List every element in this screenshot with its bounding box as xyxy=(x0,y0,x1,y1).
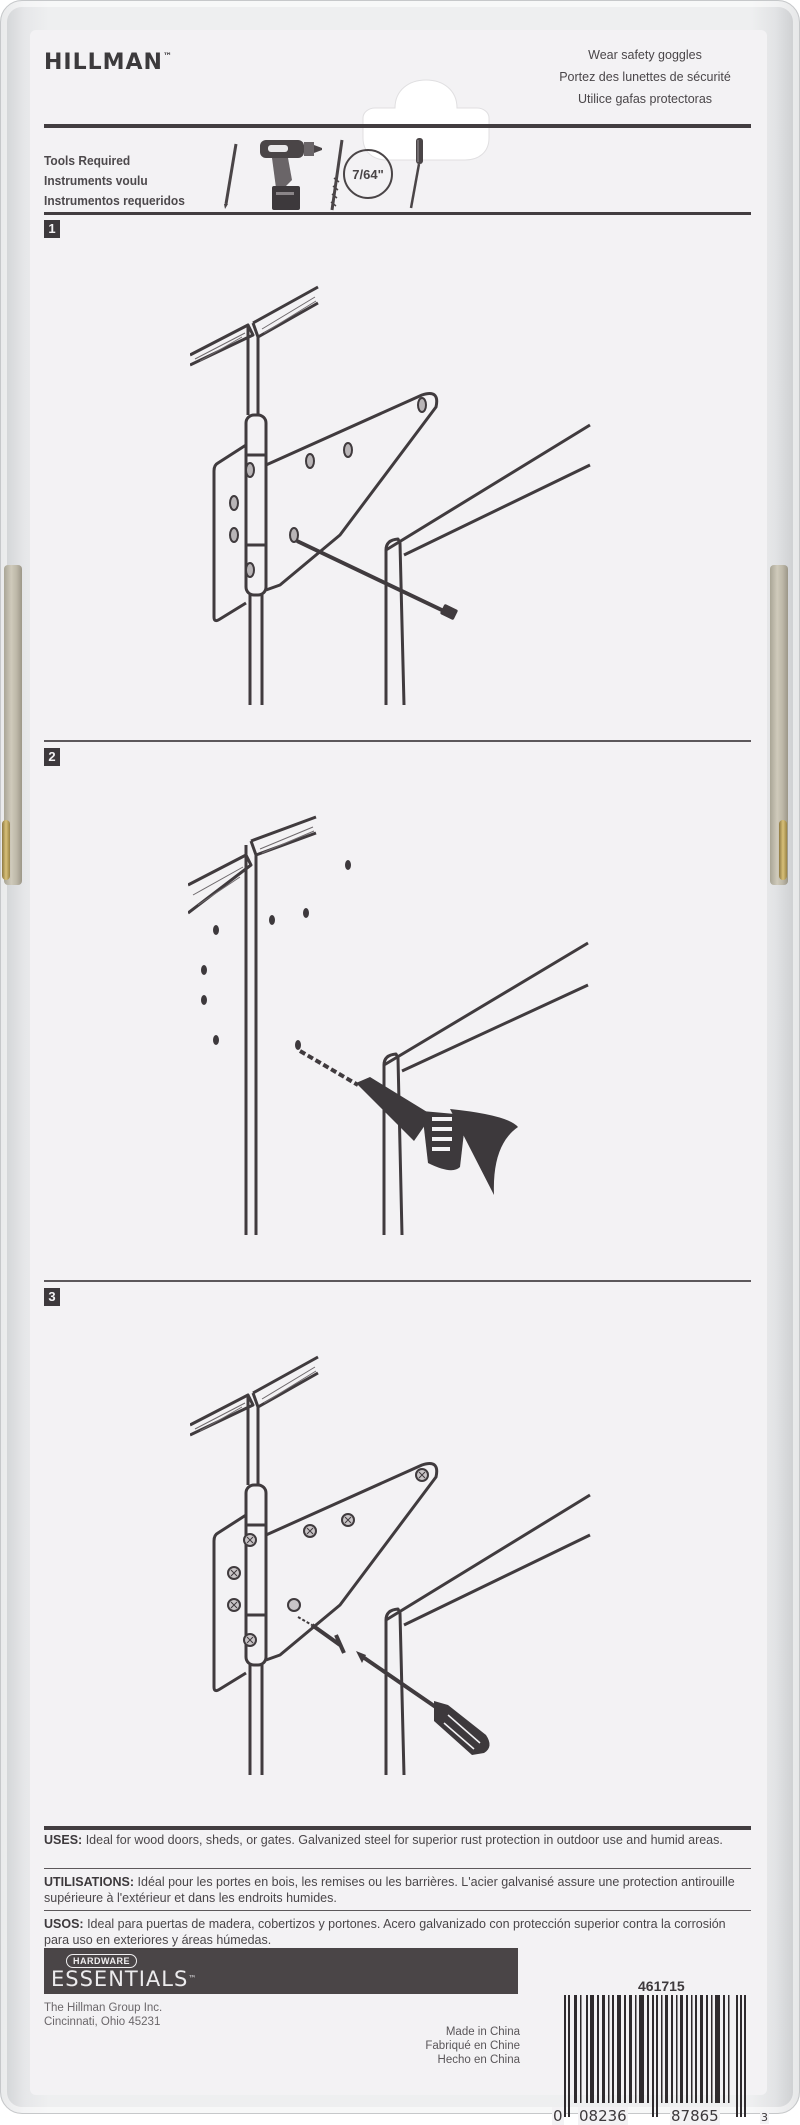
uses-fr-text: Idéal pour les portes en bois, les remis… xyxy=(44,1875,735,1905)
company-name: The Hillman Group Inc. xyxy=(44,2002,163,2014)
uses-es-text: Ideal para puertas de madera, cobertizos… xyxy=(44,1917,726,1947)
divider xyxy=(44,1280,751,1282)
brand-logo: HILLMAN™ xyxy=(44,50,173,75)
upc-lead-digit: 0 xyxy=(552,2107,564,2125)
drill-bit-icon: 7/64" xyxy=(330,139,393,211)
made-in-en: Made in China xyxy=(445,2026,520,2038)
essentials-wordmark: ESSENTIALS™ xyxy=(51,1967,198,1991)
uses-en: USES: Ideal for wood doors, sheds, or ga… xyxy=(44,1832,750,1848)
hinge-knuckle-left xyxy=(2,820,10,880)
hardware-pill: HARDWARE xyxy=(66,1954,137,1968)
divider xyxy=(44,1826,751,1830)
divider xyxy=(44,1868,751,1869)
uses-en-text: Ideal for wood doors, sheds, or gates. G… xyxy=(85,1833,723,1847)
step-3-illustration-screwing xyxy=(190,1355,591,1775)
uses-fr: UTILISATIONS: Idéal pour les portes en b… xyxy=(44,1874,750,1906)
hardware-essentials-logo-bar: HARDWARE ESSENTIALS™ xyxy=(44,1948,518,1994)
tools-label-en: Tools Required xyxy=(44,153,131,168)
divider xyxy=(44,740,751,742)
hinge-knuckle-right xyxy=(779,820,787,880)
uses-es-label: USOS: xyxy=(44,1917,84,1931)
upc-left-digits: 08236 xyxy=(578,2107,628,2125)
safety-notice-es: Utilice gafas protectoras xyxy=(577,92,713,106)
step-1-illustration-pencil-marking xyxy=(190,285,591,705)
screwdriver-icon xyxy=(409,138,423,209)
step-3-badge: 3 xyxy=(44,1288,60,1306)
drill-bit-size: 7/64" xyxy=(352,167,383,182)
step-2-badge: 2 xyxy=(44,748,60,766)
uses-fr-label: UTILISATIONS: xyxy=(44,1875,135,1889)
made-in-fr: Fabriqué en Chine xyxy=(425,2040,520,2052)
instruction-card: HILLMAN™ Wear safety goggles Portez des … xyxy=(30,30,769,2125)
uses-en-label: USES: xyxy=(44,1833,83,1847)
made-in-es: Hecho en China xyxy=(437,2054,520,2066)
hinge-leaf-right xyxy=(770,565,788,885)
upc-check-digit: 3 xyxy=(760,2111,769,2124)
divider xyxy=(44,124,751,128)
pencil-icon xyxy=(224,143,238,209)
company-city: Cincinnati, Ohio 45231 xyxy=(44,2016,161,2028)
company-address: The Hillman Group Inc. Cincinnati, Ohio … xyxy=(44,2001,162,2029)
safety-notice: Wear safety goggles Portez des lunettes … xyxy=(530,44,760,110)
divider xyxy=(44,1910,751,1911)
uses-es: USOS: Ideal para puertas de madera, cobe… xyxy=(44,1916,750,1948)
tools-label-fr: Instruments voulu xyxy=(44,173,148,188)
upc-right-digits: 87865 xyxy=(670,2107,720,2125)
hinge-leaf-left xyxy=(4,565,22,885)
safety-notice-fr: Portez des lunettes de sécurité xyxy=(559,70,731,84)
step-1-badge: 1 xyxy=(44,220,60,238)
tools-label-es: Instrumentos requeridos xyxy=(44,193,185,208)
divider xyxy=(44,212,751,215)
sku-number: 461715 xyxy=(638,1978,685,1994)
made-in-label: Made in China Fabriqué en Chine Hecho en… xyxy=(390,2025,520,2067)
upc-barcode xyxy=(564,1995,746,2117)
safety-notice-en: Wear safety goggles xyxy=(588,48,702,62)
step-2-illustration-drilling xyxy=(188,815,589,1235)
tools-required-label: Tools Required Instruments voulu Instrum… xyxy=(44,151,197,211)
cordless-drill-icon xyxy=(260,140,322,210)
